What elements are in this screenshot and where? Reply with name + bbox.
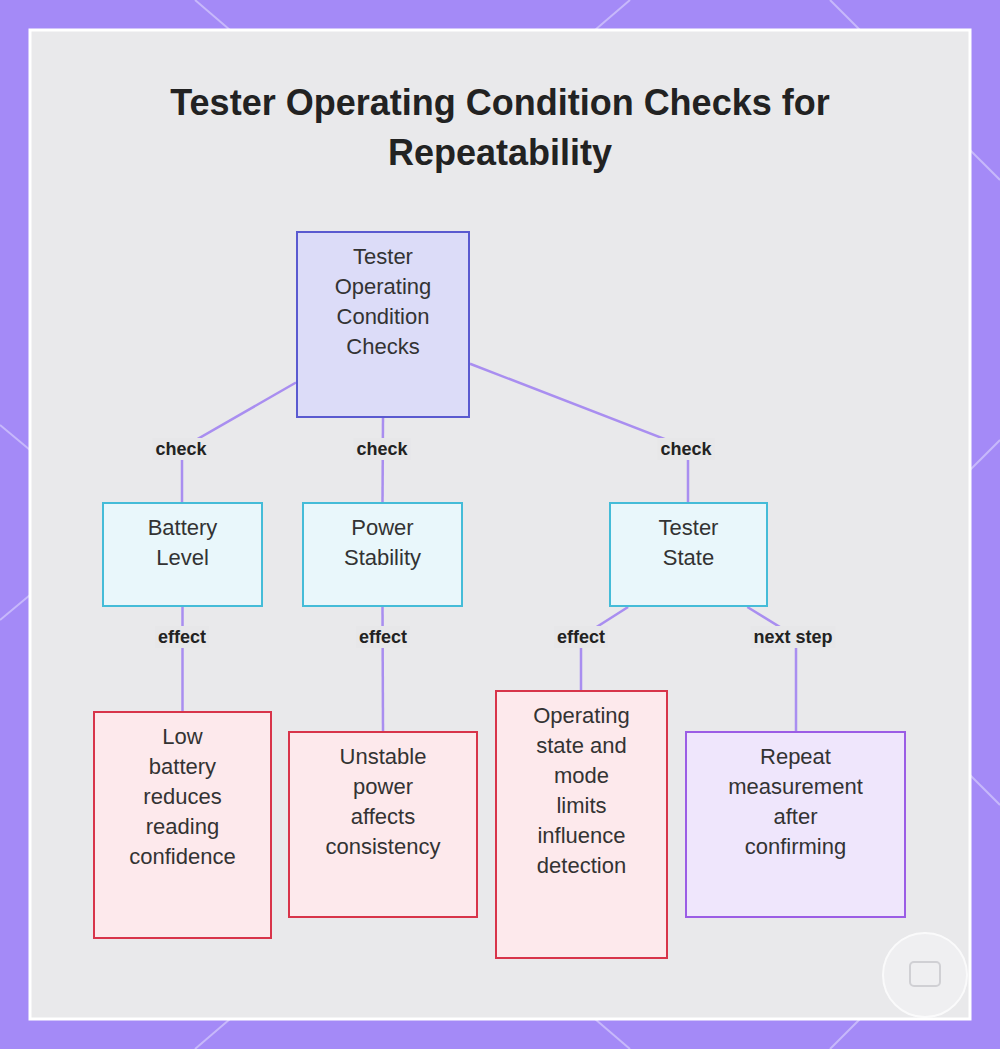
action-box: Repeat measurement after confirming <box>685 731 906 918</box>
box-label: Unstable power affects consistency <box>324 742 442 862</box>
check-box: Tester State <box>609 502 768 607</box>
edge-label: check <box>152 438 209 460</box>
diagram-title: Tester Operating Condition Checks for Re… <box>150 78 850 178</box>
box-label: Tester Operating Condition Checks <box>328 242 438 362</box>
box-label: Repeat measurement after confirming <box>726 742 866 862</box>
connector-line <box>581 607 628 690</box>
connector-line <box>470 364 688 502</box>
edge-label: check <box>657 438 714 460</box>
box-label: Power Stability <box>333 513 433 573</box>
edge-label: effect <box>155 626 209 648</box>
effect-box: Operating state and mode limits influenc… <box>495 690 668 959</box>
edge-label: effect <box>356 626 410 648</box>
edge-label: next step <box>750 626 835 648</box>
box-label: Low battery reduces reading confidence <box>129 722 237 872</box>
connector-line <box>181 607 184 711</box>
badge-icon <box>883 933 967 1017</box>
badge-glyph <box>910 962 940 986</box>
box-label: Operating state and mode limits influenc… <box>530 701 634 881</box>
check-box: Power Stability <box>302 502 463 607</box>
effect-box: Low battery reduces reading confidence <box>93 711 272 939</box>
edge-label: check <box>353 438 410 460</box>
edge-label: effect <box>554 626 608 648</box>
box-label: Battery Level <box>133 513 233 573</box>
box-label: Tester State <box>649 513 729 573</box>
connector-line <box>381 418 384 502</box>
effect-box: Unstable power affects consistency <box>288 731 478 918</box>
root-box: Tester Operating Condition Checks <box>296 231 470 418</box>
content-panel <box>30 30 970 1019</box>
check-box: Battery Level <box>102 502 263 607</box>
